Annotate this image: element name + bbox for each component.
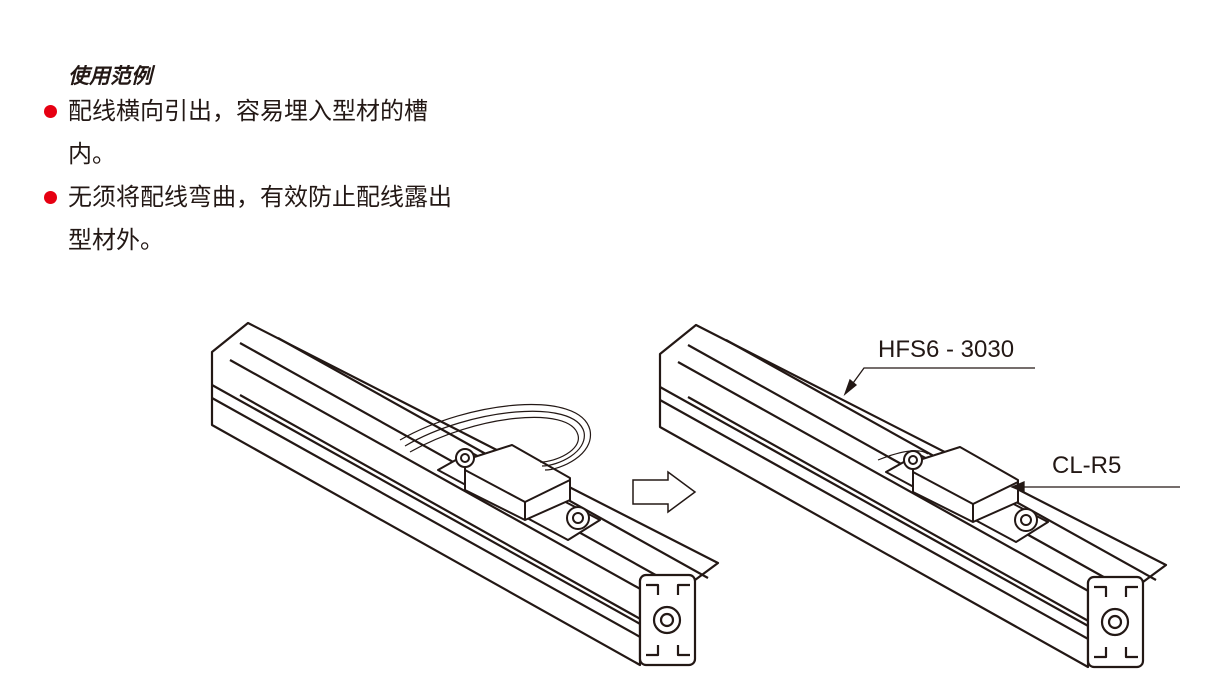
bullet-item: 配线横向引出，容易埋入型材的槽内。 xyxy=(44,90,464,176)
profile-before xyxy=(210,321,720,667)
sensor-label: CL-R5 xyxy=(1052,452,1122,479)
sensor-wires xyxy=(399,403,591,471)
leader-lines xyxy=(843,367,1180,493)
arrow-right-icon xyxy=(632,470,697,514)
profile-after xyxy=(658,323,1168,669)
bullet-item: 无须将配线弯曲，有效防止配线露出型材外。 xyxy=(44,176,464,262)
bullet-dot-icon xyxy=(44,191,57,204)
section-title: 使用范例 xyxy=(68,64,152,88)
bullet-dot-icon xyxy=(44,105,57,118)
profile-label: HFS6 - 3030 xyxy=(878,336,1015,363)
